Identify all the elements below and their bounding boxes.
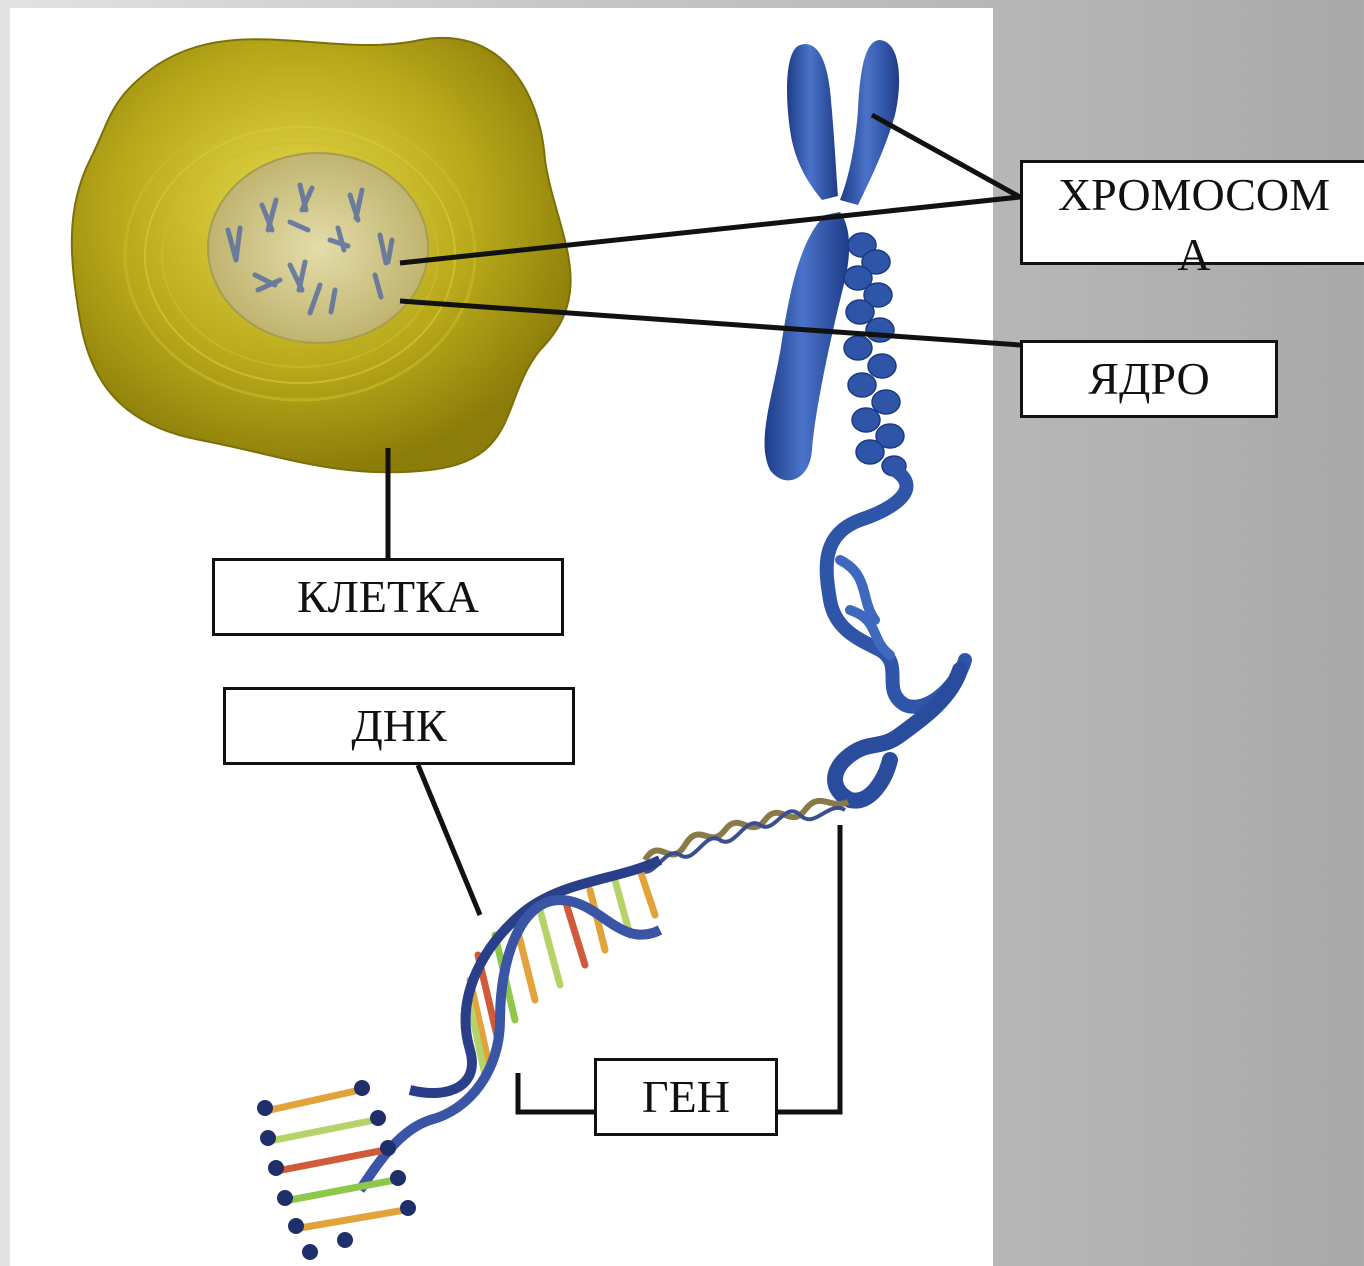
label-chromosome: ХРОМОСОМА xyxy=(1020,160,1364,265)
label-cell: КЛЕТКА xyxy=(212,558,564,636)
label-gene: ГЕН xyxy=(594,1058,778,1136)
label-dna-text: ДНК xyxy=(351,703,446,749)
label-dna: ДНК xyxy=(223,687,575,765)
label-nucleus: ЯДРО xyxy=(1020,340,1278,418)
label-gene-text: ГЕН xyxy=(642,1074,730,1120)
label-nucleus-text: ЯДРО xyxy=(1088,356,1209,402)
label-cell-text: КЛЕТКА xyxy=(297,574,479,620)
nucleus xyxy=(208,153,428,343)
label-chromosome-text: ХРОМОСОМА xyxy=(1044,165,1344,285)
